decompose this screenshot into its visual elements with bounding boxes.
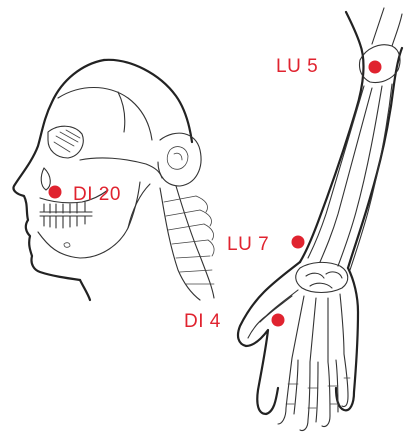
point-label-lu7: LU 7 [227, 234, 269, 255]
point-lu5: LU 5 [276, 56, 382, 77]
point-marker-lu5 [369, 61, 382, 74]
neck-outline [80, 280, 90, 300]
little-finger [342, 354, 348, 407]
point-marker-lu7 [292, 236, 305, 249]
point-label-lu5: LU 5 [276, 56, 318, 77]
arm-lateral-outline [300, 12, 363, 262]
cervical-spine [160, 186, 214, 300]
thumb-bones [248, 290, 298, 338]
head-profile-outline [13, 60, 104, 280]
ear-canal [158, 133, 201, 186]
mental-foramen [64, 243, 70, 248]
point-label-di20: DI 20 [73, 184, 121, 205]
radius [308, 86, 372, 262]
zygomatic-arch [80, 158, 162, 178]
orbit-shading [54, 130, 80, 152]
lower-teeth [40, 216, 92, 228]
point-marker-di20 [49, 186, 62, 199]
index-finger [278, 358, 298, 424]
cranium-outline [104, 60, 192, 142]
humerus [372, 8, 402, 46]
parietal-suture [118, 92, 125, 132]
arm-medial-outline [348, 48, 402, 268]
skull-vault [58, 88, 152, 141]
ear-rings [167, 147, 188, 170]
point-lu7: LU 7 [227, 234, 305, 255]
middle-finger [300, 362, 318, 431]
carpal-bones [296, 262, 348, 292]
nasal-aperture [41, 168, 50, 190]
metacarpals [292, 294, 344, 362]
point-marker-di4 [272, 314, 285, 327]
point-label-di4: DI 4 [184, 311, 221, 332]
skull-illustration [13, 60, 214, 300]
